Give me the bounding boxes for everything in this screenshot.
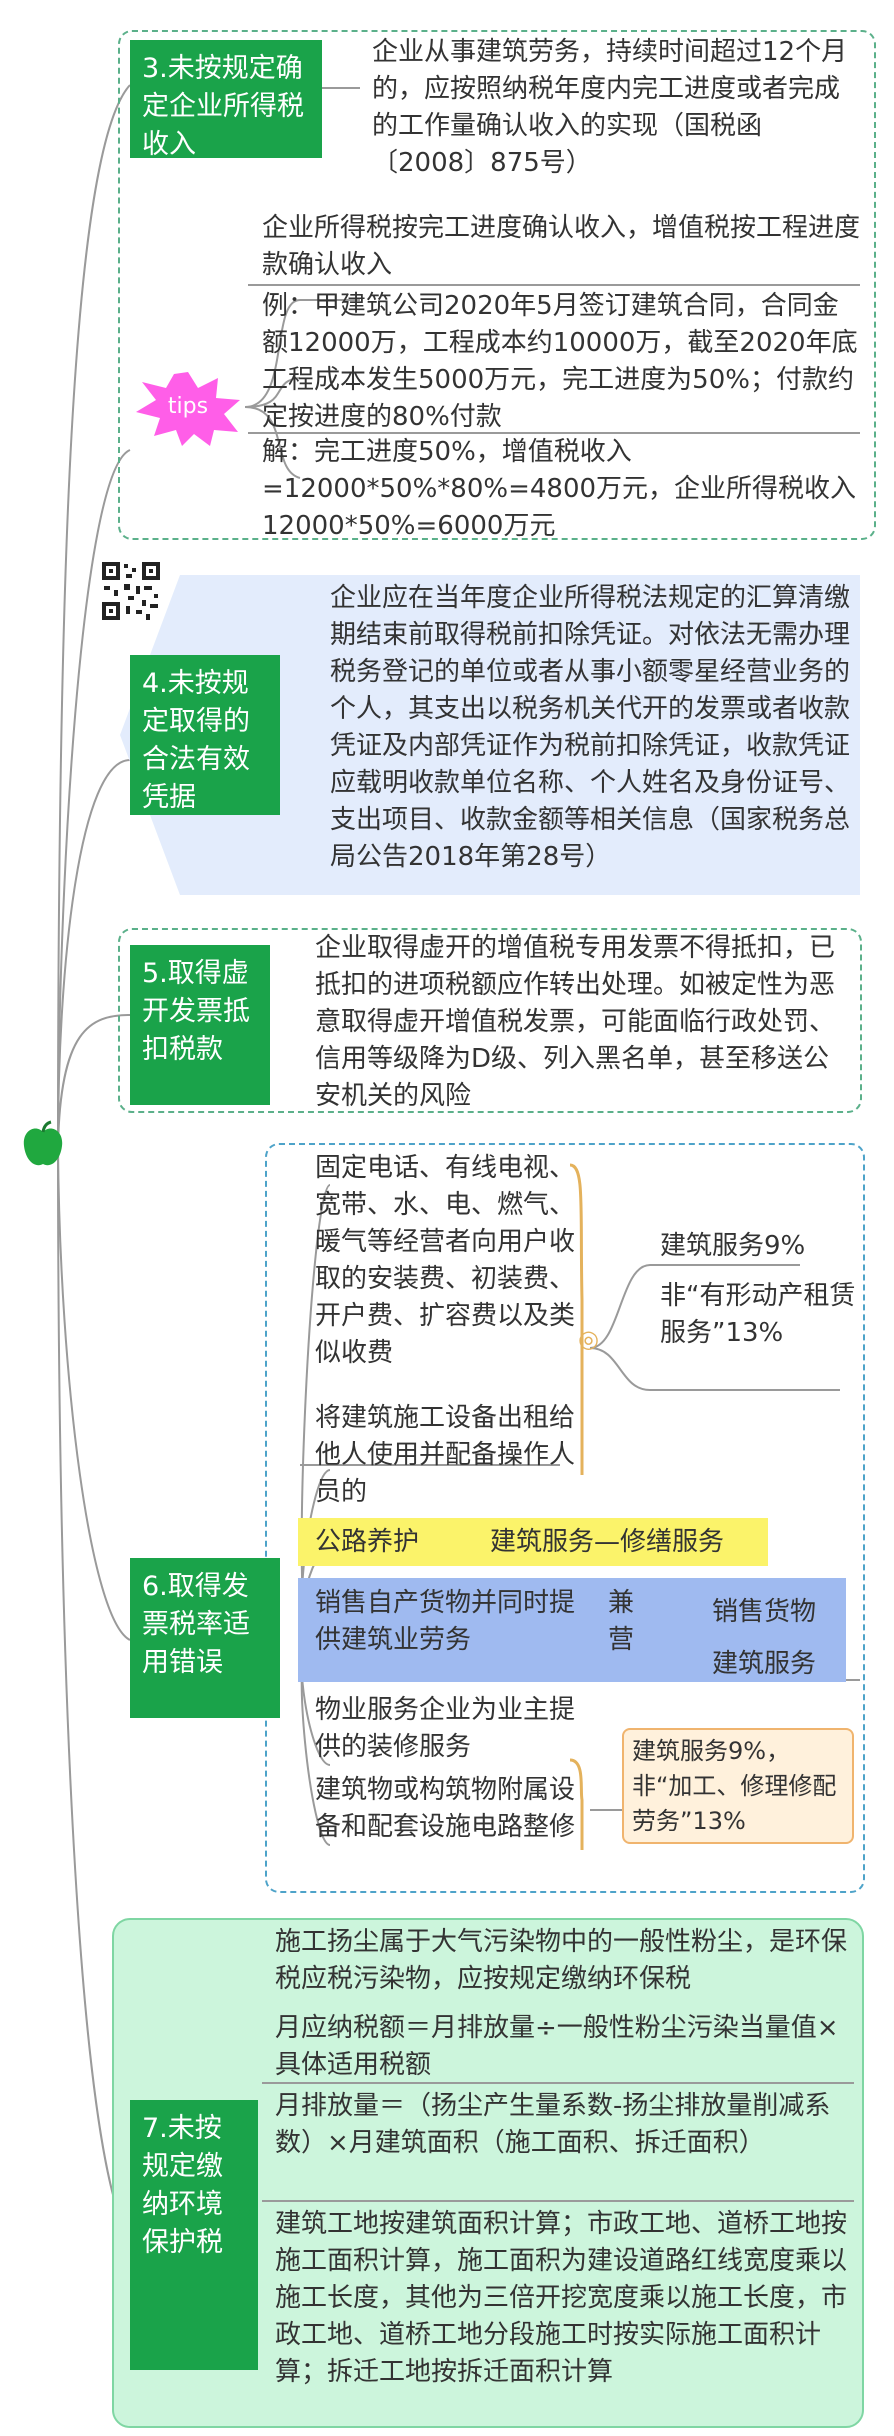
tip-divider-1 (248, 284, 860, 286)
highway-left: 公路养护 (315, 1527, 420, 1557)
section3-tip1: 企业所得税按完工进度确认收入，增值税按工程进度款确认收入 (262, 213, 861, 280)
highway-right: 建筑服务—修缮服务 (490, 1527, 725, 1557)
section6-item4: 建筑物或构筑物附属设备和配套设施电路整修 (315, 1775, 576, 1842)
section7-title: 7.未按规定缴纳环境保护税 (130, 2100, 258, 2370)
section6-title: 6.取得发票税率适用错误 (130, 1558, 280, 1718)
mixed-sale-bar (298, 1578, 846, 1682)
section6-item1: 固定电话、有线电视、宽带、水、电、燃气、暖气等经营者向用户收取的安装费、初装费、… (315, 1153, 576, 1368)
section7-text4: 建筑工地按建筑面积计算；市政工地、道桥工地按施工面积计算，施工面积为建设道路红线… (275, 2209, 848, 2387)
section3-text: 企业从事建筑劳务，持续时间超过12个月的，应按照纳税年度内完工进度或者完成的工作… (372, 37, 848, 178)
section6-item2: 将建筑施工设备出租给他人使用并配备操作人员的 (315, 1403, 576, 1507)
apple-icon (20, 1120, 66, 1170)
mixed-mid: 兼营 (608, 1588, 635, 1655)
section5-title: 5.取得虚开发票抵扣税款 (130, 945, 270, 1105)
tip-divider-2 (248, 432, 860, 434)
section5-frame (118, 928, 862, 1113)
section3-title: 3.未按规定确定企业所得税收入 (130, 40, 322, 160)
section7-text3: 月排放量＝（扬尘产生量系数-扬尘排放量削减系数）×月建筑面积（施工面积、拆迁面积… (275, 2091, 831, 2158)
section5-text: 企业取得虚开的增值税专用发票不得抵扣，已抵扣的进项税额应作转出处理。如被定性为恶… (315, 933, 836, 1111)
section6-frame (265, 1143, 865, 1893)
tips-label: tips (167, 394, 209, 419)
highway-bar (298, 1518, 768, 1566)
section6-rate-b: 非“有形动产租赁服务”13% (660, 1281, 856, 1348)
section4-title: 4.未按规定取得的合法有效凭据 (130, 655, 280, 815)
double-circle-icon: ◎ (578, 1325, 608, 1355)
section3-tip2: 例：甲建筑公司2020年5月签订建筑合同，合同金额12000万，工程成本约100… (262, 291, 858, 432)
mixed-left: 销售自产货物并同时提供建筑业劳务 (315, 1588, 576, 1655)
section4-text: 企业应在当年度企业所得税法规定的汇算清缴期结束前取得税前扣除凭证。对依法无需办理… (330, 583, 851, 872)
construction-rate-text: 建筑服务9%，非“加工、修理修配劳务”13% (632, 1737, 837, 1835)
qr-code-icon (100, 560, 162, 622)
section7-divider-1 (262, 2082, 854, 2084)
double-circle-symbol: ◎ (578, 1325, 599, 1353)
section6-rate-a: 建筑服务9% (660, 1231, 806, 1261)
section7-text1: 施工扬尘属于大气污染物中的一般性粉尘，是环保税应税污染物，应按规定缴纳环保税 (275, 1927, 848, 1994)
section6-item3: 物业服务企业为业主提供的装修服务 (315, 1695, 576, 1762)
mixed-right-a: 销售货物 (712, 1597, 817, 1627)
construction-rate-box (622, 1728, 854, 1844)
section7-divider-2 (262, 2200, 854, 2202)
tips-badge-icon: tips (128, 368, 248, 448)
section7-text2: 月应纳税额＝月排放量÷一般性粉尘污染当量值×具体适用税额 (275, 2013, 839, 2080)
mixed-right-b: 建筑服务 (712, 1649, 817, 1679)
section3-tip3: 解：完工进度50%，增值税收入=12000*50%*80%=4800万元，企业所… (262, 437, 857, 541)
section3-frame (118, 30, 876, 540)
